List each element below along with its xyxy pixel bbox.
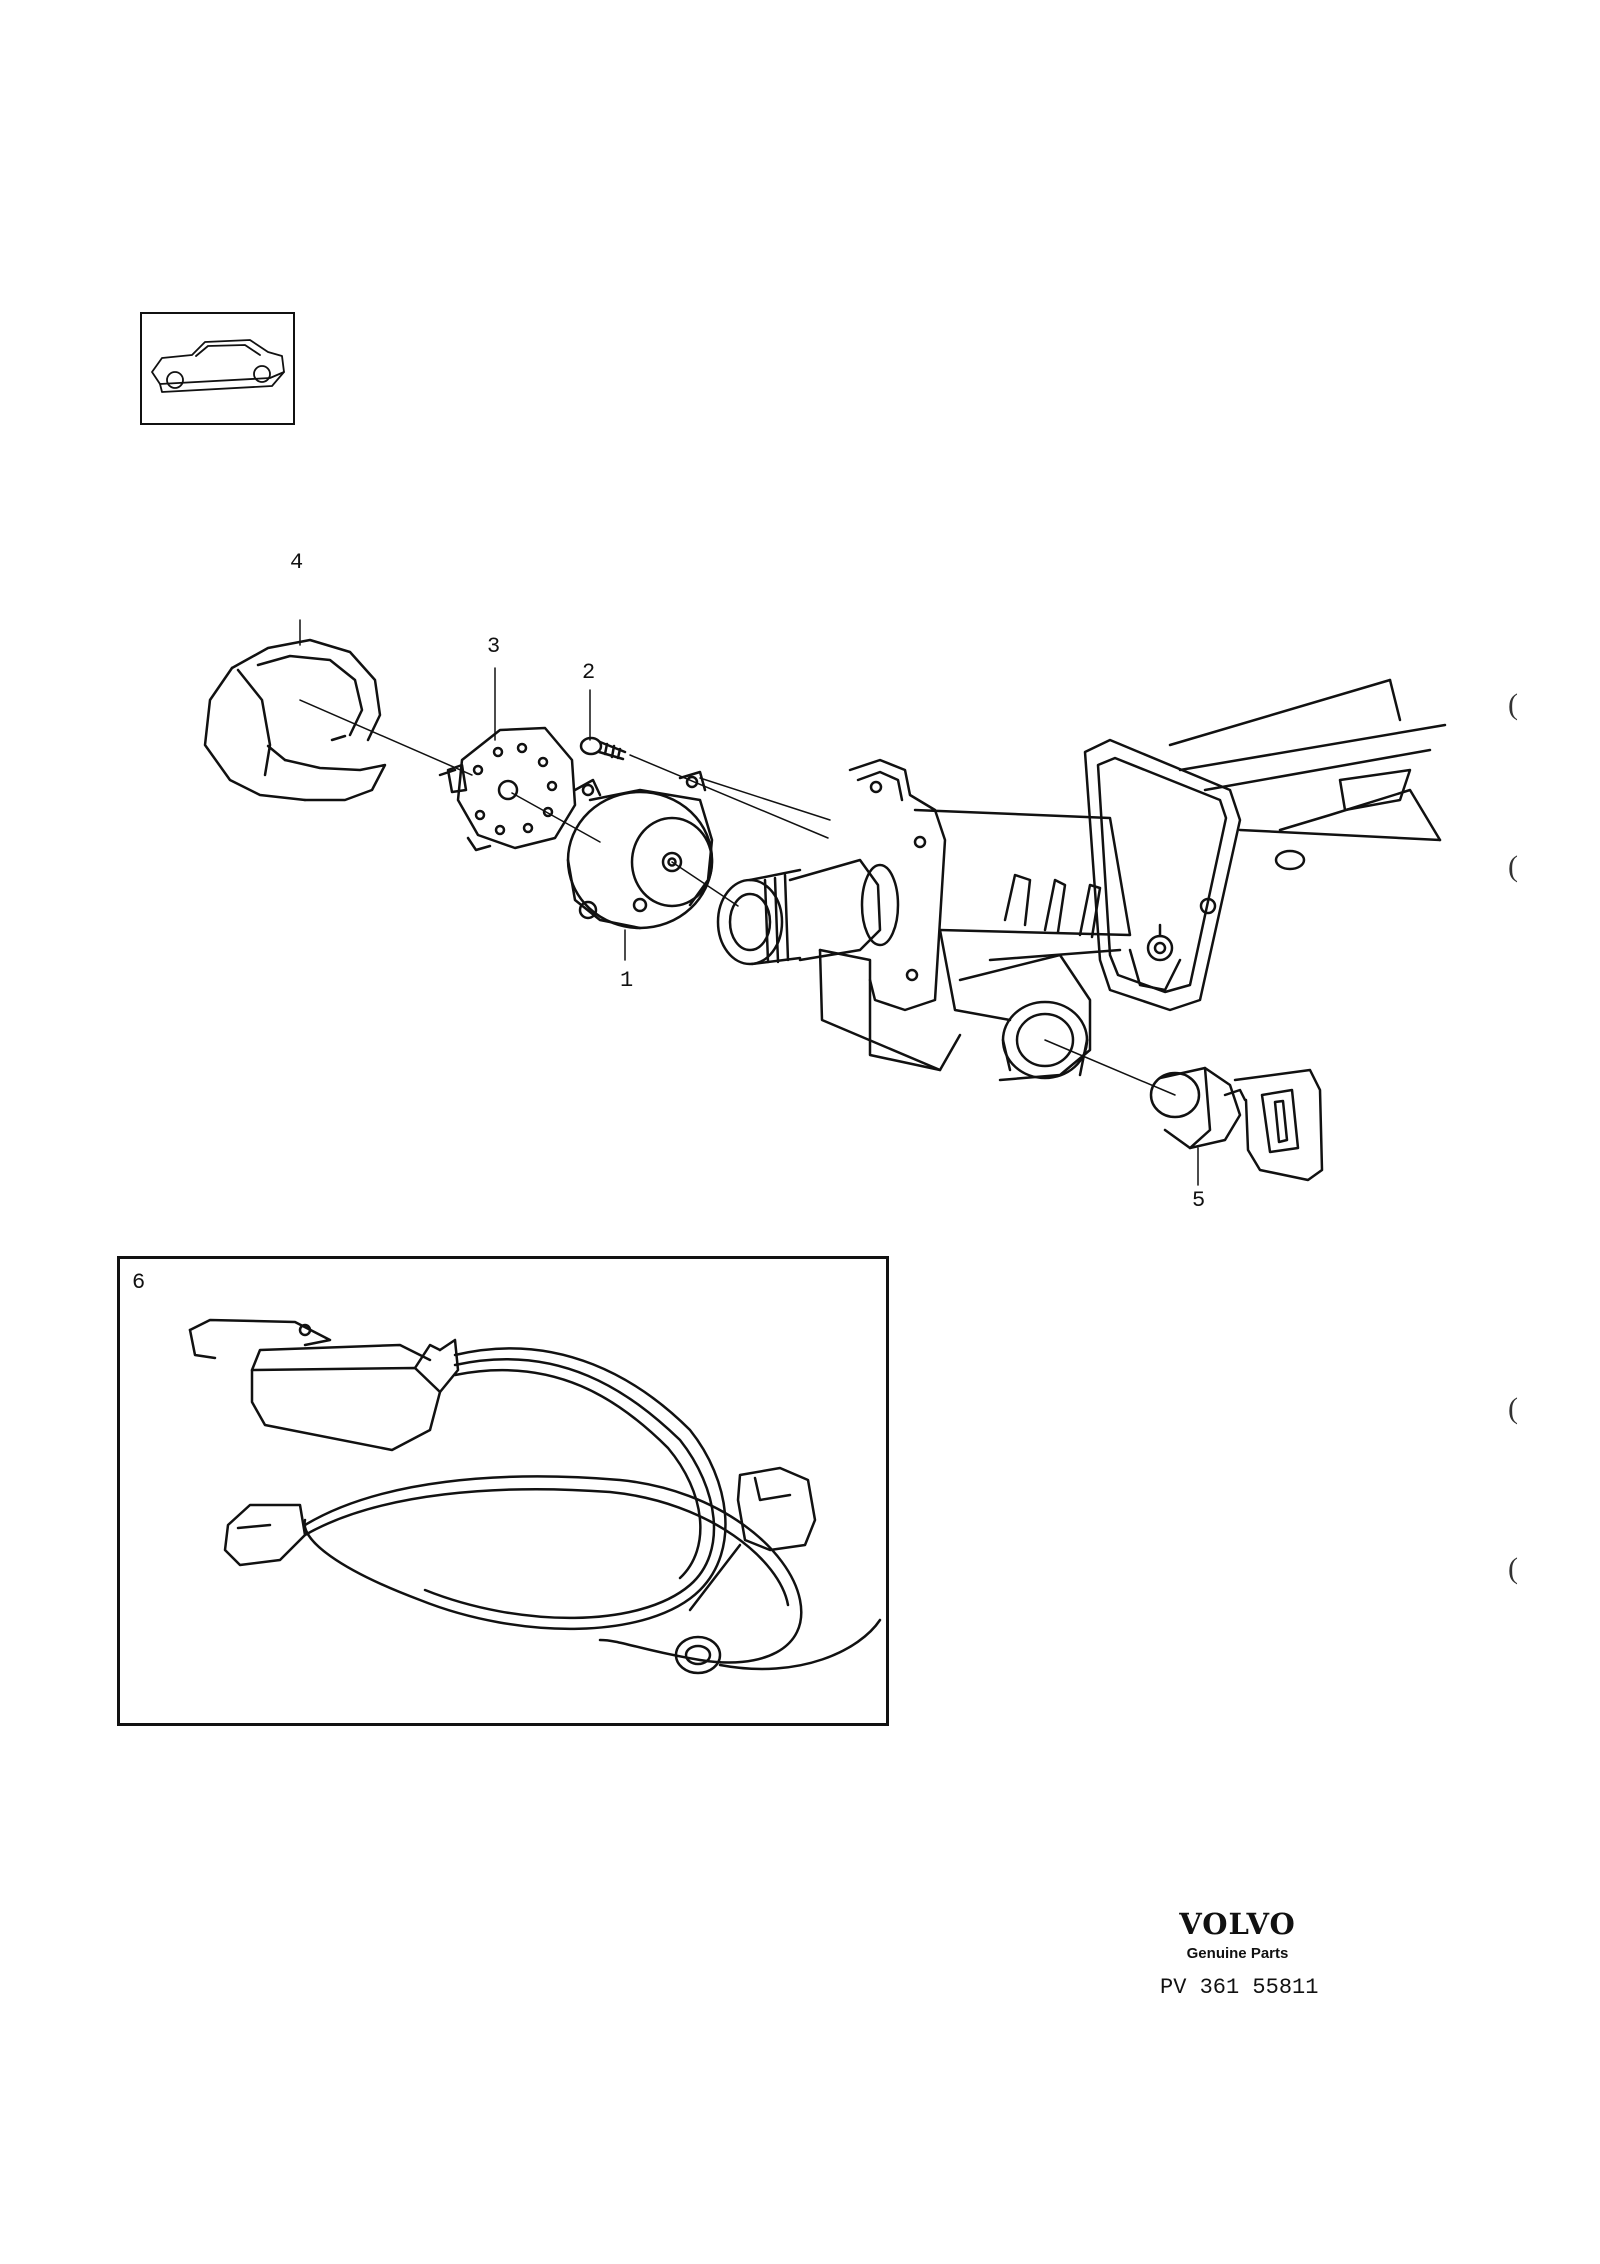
part-number: PV 361 55811 — [1160, 1975, 1319, 2000]
steering-column-housing — [716, 678, 1447, 1082]
ignition-switch — [566, 770, 714, 930]
brand-block: VOLVO Genuine Parts — [1150, 1907, 1325, 1963]
contact-plate — [438, 726, 577, 852]
callout-1: 1 — [620, 968, 634, 993]
vehicle-thumbnail-frame — [140, 312, 295, 425]
margin-mark: ( — [1508, 688, 1518, 721]
assembly-axis-lines — [299, 619, 1199, 1186]
callout-4: 4 — [290, 550, 304, 575]
screw — [579, 736, 627, 761]
car-thumbnail-icon — [151, 339, 285, 393]
inset-frame-part-6 — [117, 1256, 889, 1726]
brand-logo: VOLVO — [1179, 1907, 1296, 1941]
callout-5: 5 — [1192, 1188, 1206, 1213]
brand-subtitle: Genuine Parts — [1186, 1945, 1289, 1962]
margin-mark: ( — [1508, 1392, 1518, 1425]
callout-2: 2 — [582, 660, 596, 685]
lock-cylinder-with-key — [1149, 1066, 1324, 1182]
wiring-harness — [188, 1318, 882, 1675]
steering-lock-cover — [203, 638, 387, 802]
margin-mark: ( — [1508, 850, 1518, 883]
margin-mark: ( — [1508, 1552, 1518, 1585]
callout-3: 3 — [487, 634, 501, 659]
callout-6: 6 — [132, 1270, 146, 1295]
